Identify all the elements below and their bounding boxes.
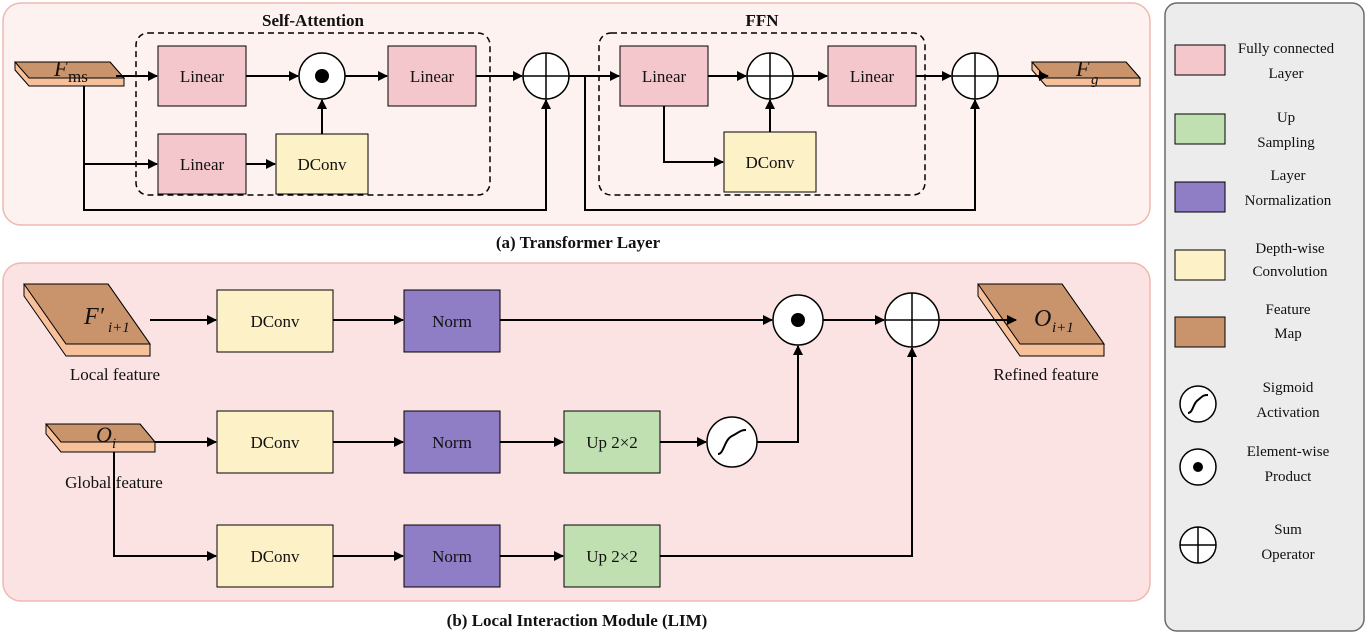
panel-b-connectors bbox=[113, 315, 1017, 561]
svg-text:F: F bbox=[1075, 56, 1090, 81]
sa-dconv bbox=[275, 133, 369, 195]
svg-text:i+1: i+1 bbox=[108, 320, 130, 336]
ffn-sum-node bbox=[746, 52, 794, 100]
svg-text:DConv: DConv bbox=[745, 153, 795, 172]
ffn-group bbox=[598, 32, 926, 196]
svg-text:Operator: Operator bbox=[1261, 547, 1314, 563]
sa-linear-top-right bbox=[387, 45, 477, 107]
svg-text:O: O bbox=[1034, 306, 1051, 332]
svg-text:Layer: Layer bbox=[1271, 168, 1306, 184]
legend-sum: Sum Operator bbox=[1179, 522, 1315, 564]
svg-text:DConv: DConv bbox=[250, 312, 300, 331]
row1-norm bbox=[403, 289, 501, 353]
svg-text:Element-wise: Element-wise bbox=[1247, 444, 1330, 460]
svg-text:i: i bbox=[112, 436, 116, 452]
row2-norm bbox=[403, 410, 501, 474]
legend-sigmoid: Sigmoid Activation bbox=[1179, 380, 1320, 423]
svg-text:Linear: Linear bbox=[410, 67, 455, 86]
svg-text:Norm: Norm bbox=[432, 547, 472, 566]
lim-product-node bbox=[772, 294, 824, 346]
svg-text:DConv: DConv bbox=[250, 433, 300, 452]
svg-text:Feature: Feature bbox=[1266, 302, 1311, 318]
self-attention-title: Self-Attention bbox=[262, 11, 365, 30]
self-attention-group bbox=[135, 32, 491, 196]
svg-text:Up 2×2: Up 2×2 bbox=[586, 547, 638, 566]
svg-text:Sampling: Sampling bbox=[1257, 135, 1315, 151]
svg-text:Map: Map bbox=[1274, 326, 1302, 342]
svg-text:Activation: Activation bbox=[1256, 405, 1320, 421]
svg-text:Sum: Sum bbox=[1274, 522, 1302, 538]
ffn-linear-right bbox=[827, 45, 917, 107]
svg-text:DConv: DConv bbox=[250, 547, 300, 566]
svg-text:Linear: Linear bbox=[850, 67, 895, 86]
svg-text:Up 2×2: Up 2×2 bbox=[586, 433, 638, 452]
sa-linear-bottom bbox=[157, 133, 247, 195]
lim-sum-node bbox=[884, 292, 940, 348]
svg-text:Norm: Norm bbox=[432, 433, 472, 452]
svg-text:Linear: Linear bbox=[180, 155, 225, 174]
sigmoid-node bbox=[706, 416, 758, 468]
legend-product: Element-wise Product bbox=[1179, 444, 1330, 486]
svg-text:ms: ms bbox=[68, 67, 88, 86]
legend-fc-layer: Fully connected Layer bbox=[1174, 41, 1335, 82]
svg-text:Fully connected: Fully connected bbox=[1238, 41, 1335, 57]
svg-text:F: F bbox=[53, 56, 68, 81]
row3-norm bbox=[403, 524, 501, 588]
local-feature-label: Local feature bbox=[70, 365, 160, 384]
legend-up-sampling: Up Sampling bbox=[1174, 110, 1315, 151]
svg-text:DConv: DConv bbox=[297, 155, 347, 174]
svg-text:g: g bbox=[1091, 72, 1099, 88]
output-feature-map-fg: F g bbox=[1030, 56, 1142, 88]
sa-sum-node bbox=[522, 52, 570, 100]
svg-text:Linear: Linear bbox=[180, 67, 225, 86]
row3-up bbox=[563, 524, 661, 588]
svg-text:Depth-wise: Depth-wise bbox=[1255, 241, 1324, 257]
svg-text:Normalization: Normalization bbox=[1245, 193, 1332, 209]
legend-feature-map: Feature Map bbox=[1174, 302, 1311, 348]
row2-up bbox=[563, 410, 661, 474]
svg-text:F′: F′ bbox=[83, 304, 105, 330]
svg-text:Linear: Linear bbox=[642, 67, 687, 86]
panel-b-caption: (b) Local Interaction Module (LIM) bbox=[447, 611, 708, 630]
svg-text:Convolution: Convolution bbox=[1252, 264, 1328, 280]
panel-a-connectors bbox=[83, 71, 1049, 211]
refined-feature-map: O i+1 bbox=[977, 283, 1105, 357]
row3-dconv bbox=[216, 524, 334, 588]
svg-text:Norm: Norm bbox=[432, 312, 472, 331]
row2-dconv bbox=[216, 410, 334, 474]
svg-text:Sigmoid: Sigmoid bbox=[1263, 380, 1314, 396]
svg-text:Layer: Layer bbox=[1269, 66, 1304, 82]
svg-text:O: O bbox=[96, 422, 112, 447]
svg-text:Up: Up bbox=[1277, 110, 1295, 126]
refined-feature-label: Refined feature bbox=[993, 365, 1098, 384]
global-feature-map: O i bbox=[44, 422, 157, 453]
panel-a-caption: (a) Transformer Layer bbox=[496, 233, 661, 252]
row1-dconv bbox=[216, 289, 334, 353]
ffn-dconv bbox=[723, 131, 817, 193]
svg-text:Product: Product bbox=[1265, 469, 1312, 485]
sa-product-node bbox=[298, 52, 346, 100]
legend-layer-norm: Layer Normalization bbox=[1174, 168, 1332, 213]
local-feature-map: F′ i+1 bbox=[23, 283, 151, 357]
legend-depthwise-conv: Depth-wise Convolution bbox=[1174, 241, 1328, 281]
input-feature-map-fms: F ms bbox=[13, 56, 126, 87]
sa-linear-top-left bbox=[157, 45, 247, 107]
ffn-title: FFN bbox=[745, 11, 779, 30]
output-sum-node bbox=[951, 52, 999, 100]
svg-text:i+1: i+1 bbox=[1052, 320, 1074, 336]
ffn-linear-left bbox=[619, 45, 709, 107]
